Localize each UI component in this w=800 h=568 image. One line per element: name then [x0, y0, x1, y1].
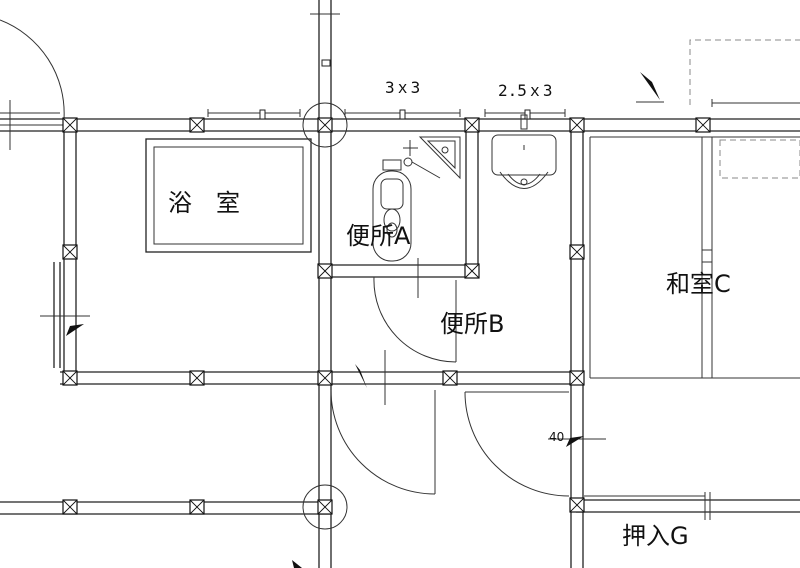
window-marks [0, 13, 800, 520]
room-label-washitsu-c: 和室C [666, 270, 731, 298]
column-mark [62, 117, 78, 133]
column-mark [189, 370, 205, 386]
toilet-fixture [372, 140, 441, 262]
column-mark [317, 370, 333, 386]
circle-marker-bottom [302, 484, 348, 530]
room-label-toilet-b: 便所B [440, 310, 505, 338]
column-mark [464, 263, 480, 279]
room-label-bath: 浴 室 [168, 189, 240, 217]
column-mark [442, 370, 458, 386]
column-mark [189, 499, 205, 515]
columns [62, 117, 711, 515]
doors [0, 19, 570, 497]
hand-basin [418, 136, 461, 180]
column-mark [569, 370, 585, 386]
dimension-toilet-b: 2.5ｘ3 [498, 81, 553, 100]
dashed-box [719, 139, 800, 179]
column-mark [317, 263, 333, 279]
section-markers [40, 72, 664, 568]
column-mark [62, 370, 78, 386]
column-mark [569, 244, 585, 260]
column-mark [317, 499, 333, 515]
dashed-outline [689, 39, 800, 105]
column-mark [569, 117, 585, 133]
bathtub [145, 138, 312, 253]
column-mark [464, 117, 480, 133]
dimension-toilet-a: 3ｘ3 [385, 78, 421, 97]
room-label-oshiire-g: 押入G [622, 522, 689, 550]
column-mark [189, 117, 205, 133]
circle-marker-top [302, 102, 348, 148]
column-mark [62, 244, 78, 260]
column-mark [695, 117, 711, 133]
column-mark [317, 117, 333, 133]
column-mark [569, 497, 585, 513]
column-mark [62, 499, 78, 515]
urinal [491, 114, 557, 189]
floor-note: 40 [549, 430, 565, 444]
room-label-toilet-a: 便所A [346, 222, 411, 250]
